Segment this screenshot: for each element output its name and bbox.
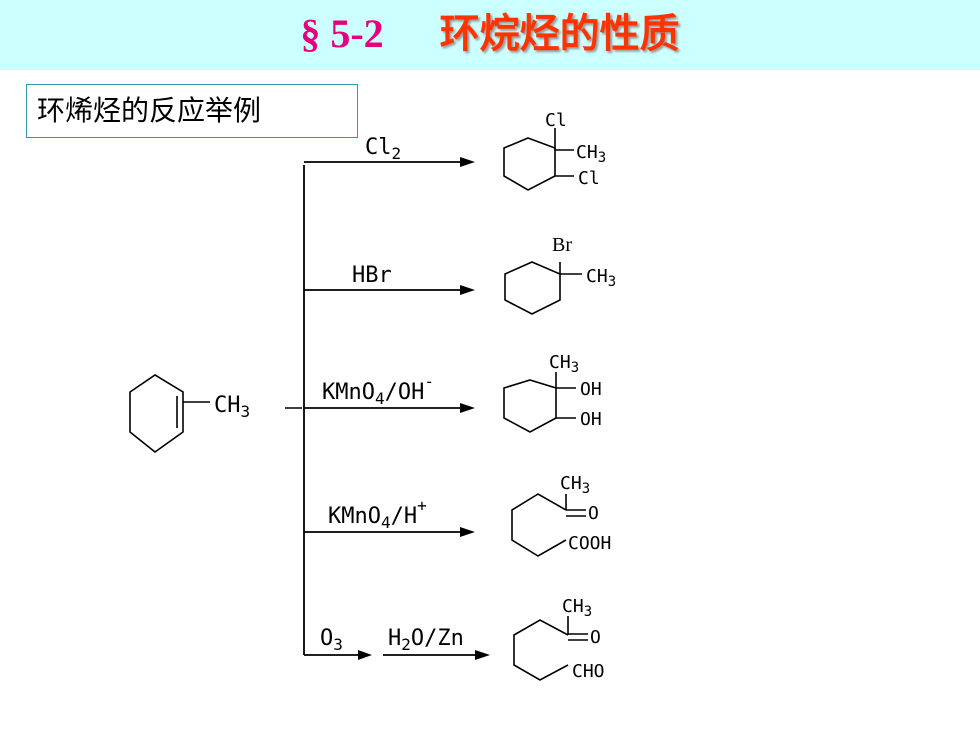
- svg-text:OH: OH: [580, 409, 602, 430]
- reactant-substituent: CH3: [214, 393, 250, 421]
- svg-text:O: O: [588, 503, 599, 524]
- product-2-structure: Br CH3: [504, 234, 616, 315]
- product-3-structure: CH3 OH OH: [503, 352, 602, 433]
- svg-text:Cl: Cl: [578, 168, 600, 189]
- section-number: § 5-2: [300, 11, 384, 56]
- title-text: 环烷烃的性质: [439, 11, 680, 57]
- reagent-hbr: HBr: [352, 263, 392, 288]
- svg-text:COOH: COOH: [568, 533, 611, 554]
- svg-text:CH3: CH3: [586, 266, 616, 290]
- reactant-structure: CH3: [129, 374, 302, 454]
- svg-text:CHO: CHO: [572, 661, 605, 682]
- reagent-cl2: Cl2: [365, 135, 401, 163]
- reagent-o3: O3: [320, 626, 343, 654]
- reagent-kmno4-oh: KMnO4/OH-: [322, 372, 434, 408]
- svg-text:CH3: CH3: [576, 142, 606, 166]
- header-bar: [0, 0, 980, 70]
- reaction-arrows: [304, 157, 490, 660]
- slide-title: § 5-2 环烷烃的性质: [0, 8, 980, 60]
- product-4-structure: CH3 O COOH: [511, 473, 611, 557]
- svg-text:CH3: CH3: [562, 596, 592, 620]
- example-label-box: 环烯烃的反应举例: [26, 84, 358, 138]
- svg-text:Cl: Cl: [545, 110, 567, 131]
- product-5-structure: CH3 O CHO: [513, 596, 605, 682]
- reagent-h2o-zn: H2O/Zn: [388, 626, 464, 654]
- product-1-structure: Cl CH3 Cl: [503, 110, 606, 191]
- svg-text:Br: Br: [552, 234, 572, 256]
- svg-text:O: O: [590, 627, 601, 648]
- svg-text:CH3: CH3: [560, 473, 590, 497]
- example-label: 环烯烃的反应举例: [37, 94, 262, 127]
- svg-text:OH: OH: [580, 379, 602, 400]
- svg-text:CH3: CH3: [549, 352, 579, 376]
- reagent-kmno4-h: KMnO4/H+: [328, 496, 427, 532]
